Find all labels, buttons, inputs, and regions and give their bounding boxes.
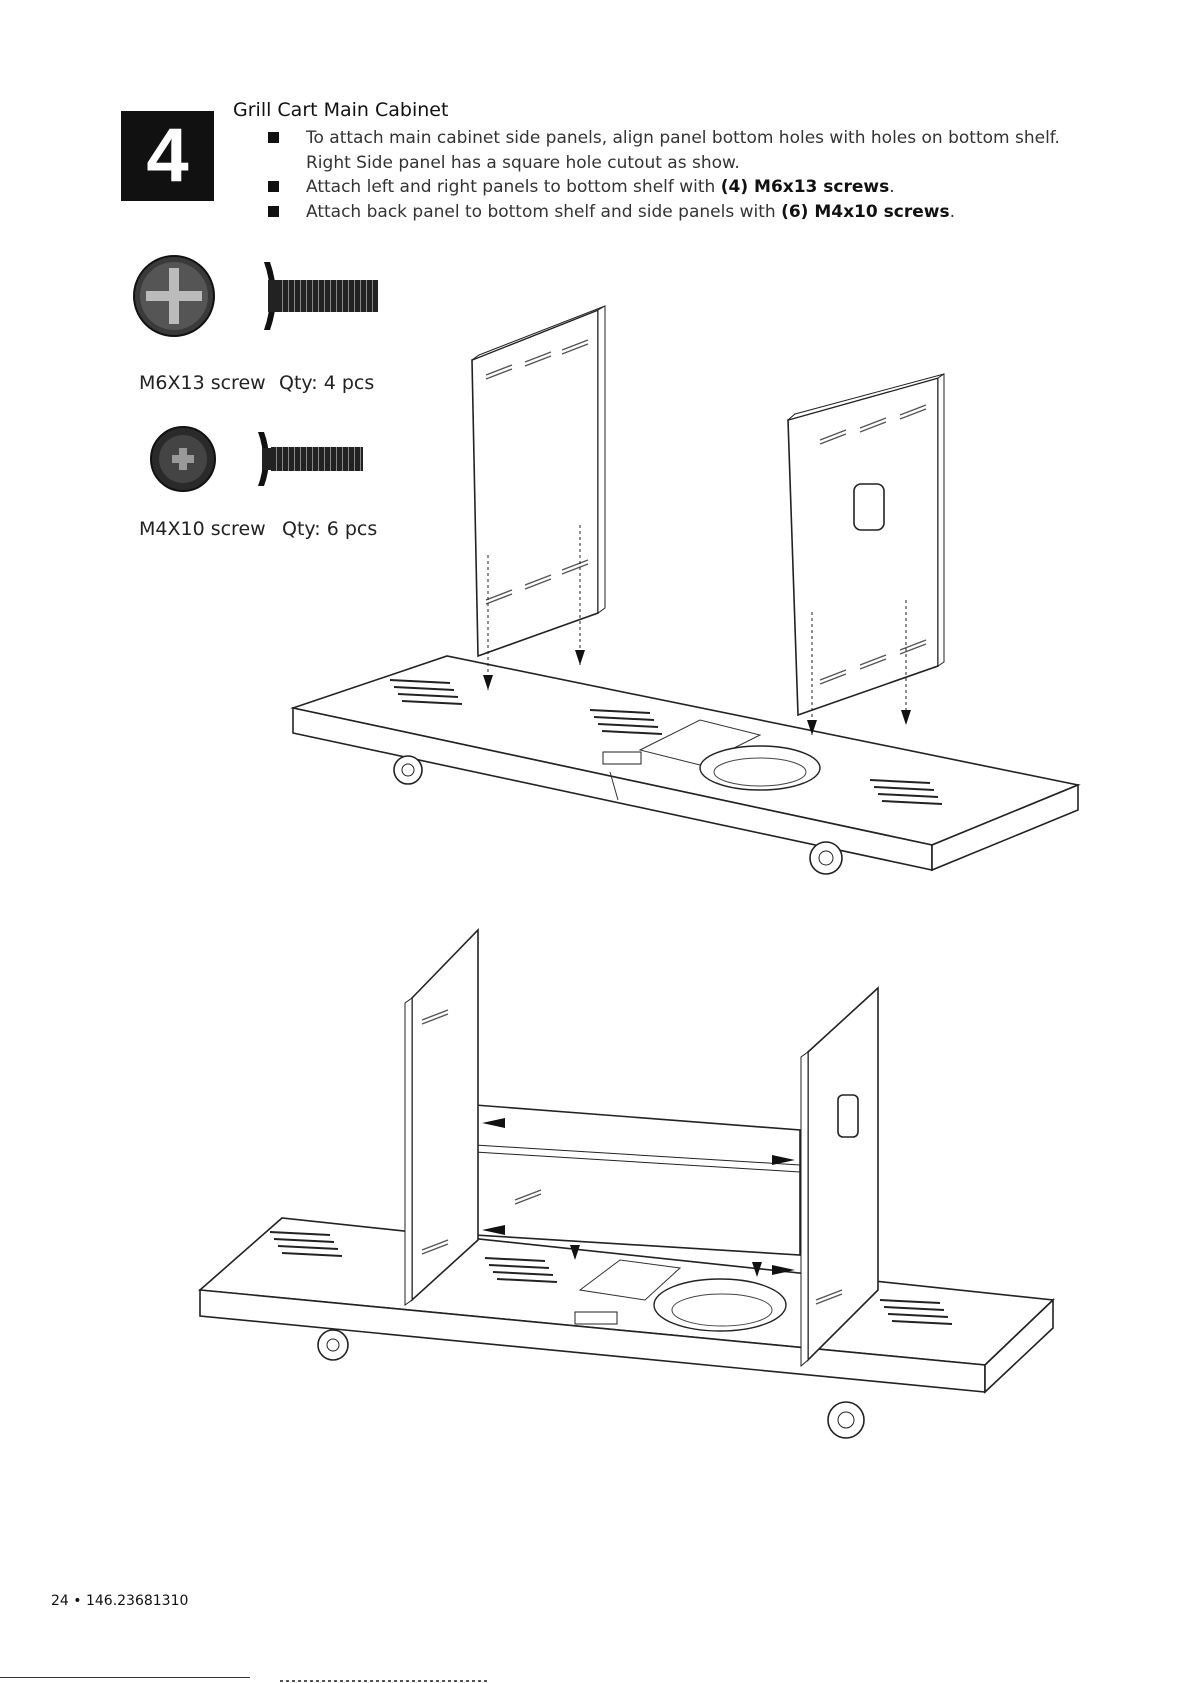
assembly-arrows-bottom	[482, 1118, 795, 1277]
step-title: Grill Cart Main Cabinet	[233, 99, 449, 121]
bullet-square-icon	[268, 205, 279, 217]
assembled-view-bottom	[198, 928, 1055, 1439]
footer-rule-dashed	[280, 1680, 490, 1682]
footer-rule	[0, 1677, 250, 1678]
screw-callout: (4) M6x13 screws	[720, 177, 890, 197]
bullet-square-icon	[268, 132, 279, 143]
bottom-shelf-assembled	[198, 1217, 1055, 1439]
instruction-list: To attach main cabinet side panels, alig…	[268, 126, 1060, 224]
right-side-panel-assembled	[800, 986, 879, 1368]
square-cutout	[853, 483, 885, 531]
hardware-name-label: M6X13 screw	[139, 372, 266, 394]
instruction-item: To attach main cabinet side panels, alig…	[268, 126, 1060, 151]
instruction-item: Attach back panel to bottom shelf and si…	[268, 200, 1060, 225]
hardware-qty-label: Qty: 6 pcs	[282, 518, 378, 540]
instruction-item-continuation: Right Side panel has a square hole cutou…	[306, 152, 740, 173]
screw-m6x13-icon	[133, 255, 378, 337]
screw-m4x10-icon	[150, 426, 363, 492]
back-panel	[474, 1104, 801, 1256]
bullet-square-icon	[268, 181, 279, 192]
hardware-qty-label: Qty: 4 pcs	[279, 372, 375, 394]
instruction-item: Attach left and right panels to bottom s…	[268, 175, 1060, 200]
assembly-arrows	[483, 525, 911, 735]
hardware-name-label: M4X10 screw	[139, 518, 266, 540]
page-footer: 24 • 146.23681310	[51, 1593, 189, 1609]
right-side-panel	[787, 373, 945, 717]
exploded-view-top	[289, 305, 1081, 875]
screw-callout: (6) M4x10 screws	[781, 201, 950, 222]
bottom-shelf	[289, 655, 1081, 875]
left-side-panel	[471, 305, 606, 658]
left-side-panel-assembled	[404, 928, 479, 1306]
step-number-badge: 4	[121, 111, 214, 201]
